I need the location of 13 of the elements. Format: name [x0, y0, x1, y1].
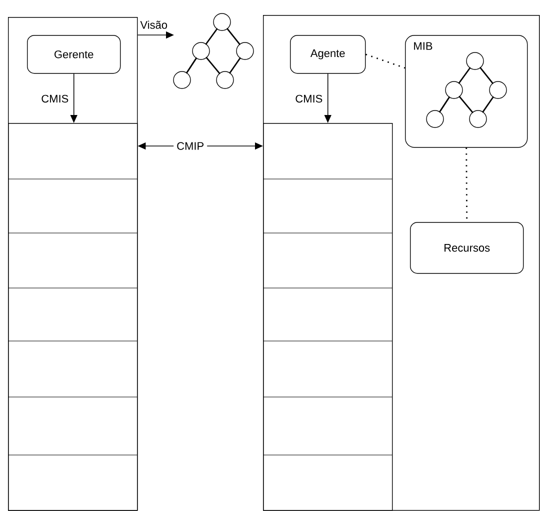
- mib-box: MIB: [405, 35, 528, 148]
- edge-label: Visão: [140, 20, 168, 29]
- edge-label: CMIS: [296, 94, 322, 103]
- dotted-line: [365, 54, 406, 69]
- system-box: [263, 15, 540, 511]
- process-box: Agente: [290, 35, 366, 74]
- edge-label: CMIS: [42, 94, 68, 103]
- protocol-stack: [262, 123, 393, 511]
- tree-drawing: [173, 13, 254, 89]
- protocol-stack: [8, 123, 138, 511]
- process-box: Gerente: [27, 35, 121, 74]
- process-box: Recursos: [410, 222, 524, 274]
- edge-label: CMIP: [174, 139, 208, 153]
